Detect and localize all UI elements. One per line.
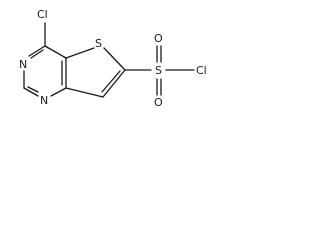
bond-c2-n1 — [23, 87, 39, 97]
bond-c6-c7-inner — [101, 70, 121, 93]
bond-c4-n3-inner — [30, 49, 44, 59]
bond-c6-c7 — [102, 69, 126, 98]
bonds — [23, 22, 195, 98]
bond-c4a-c4 — [44, 45, 67, 59]
bond-s-c6 — [103, 47, 126, 71]
bond-c7-c7a — [65, 87, 104, 98]
atom-o-top: O — [154, 32, 163, 45]
atom-cl-top: Cl — [37, 8, 48, 21]
atom-n-lower: N — [40, 94, 48, 107]
bond-c2-n1-inner — [27, 86, 39, 93]
bond-c4-n3 — [28, 45, 46, 57]
atom-n-upper: N — [19, 58, 27, 71]
bond-n1-c7a — [50, 87, 67, 97]
atom-s-sulfonyl: S — [155, 64, 162, 77]
atom-s-ring: S — [95, 37, 102, 50]
chemical-structure-diagram: Cl N N S S O O Cl — [19, 8, 207, 109]
atom-labels: Cl N N S S O O Cl — [19, 8, 207, 109]
atom-o-bottom: O — [154, 96, 163, 109]
bond-c4a-s — [65, 47, 95, 59]
atom-cl-right: Cl — [196, 64, 207, 77]
